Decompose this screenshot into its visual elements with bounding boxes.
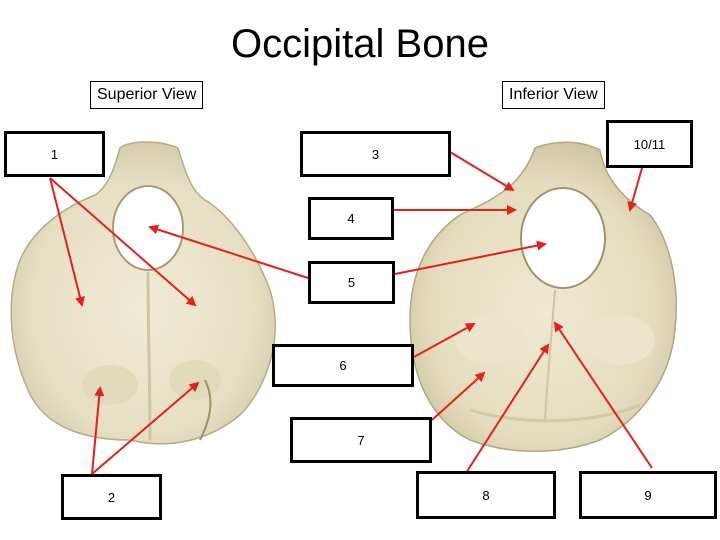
arrow-5b bbox=[394, 240, 547, 275]
label-box-9[interactable]: 9 bbox=[579, 471, 717, 519]
label-box-5[interactable]: 5 bbox=[308, 261, 395, 304]
label-box-6[interactable]: 6 bbox=[272, 344, 414, 387]
arrow-2b bbox=[91, 381, 200, 475]
arrow-9 bbox=[553, 321, 653, 469]
arrow-7 bbox=[431, 371, 486, 421]
arrow-1a bbox=[49, 177, 85, 307]
label-box-8[interactable]: 8 bbox=[416, 471, 556, 519]
arrow-1b bbox=[49, 177, 197, 307]
arrow-5a bbox=[148, 224, 309, 279]
occipital-bone-superior-image bbox=[10, 141, 276, 445]
arrow-3 bbox=[449, 151, 515, 192]
arrow-10-11 bbox=[627, 167, 643, 212]
label-box-2[interactable]: 2 bbox=[61, 474, 162, 520]
label-box-4[interactable]: 4 bbox=[308, 197, 394, 240]
arrow-6 bbox=[413, 323, 476, 358]
label-box-10-11[interactable]: 10/11 bbox=[606, 120, 693, 168]
inferior-view-label: Inferior View bbox=[502, 81, 605, 109]
superior-view-label: Superior View bbox=[90, 81, 204, 109]
label-box-1[interactable]: 1 bbox=[4, 131, 105, 177]
label-box-7[interactable]: 7 bbox=[290, 417, 432, 463]
page-title: Occipital Bone bbox=[231, 22, 489, 66]
leader-arrows bbox=[49, 151, 653, 475]
arrow-2a bbox=[91, 386, 105, 475]
label-box-3[interactable]: 3 bbox=[300, 131, 451, 177]
arrow-8 bbox=[465, 343, 550, 474]
